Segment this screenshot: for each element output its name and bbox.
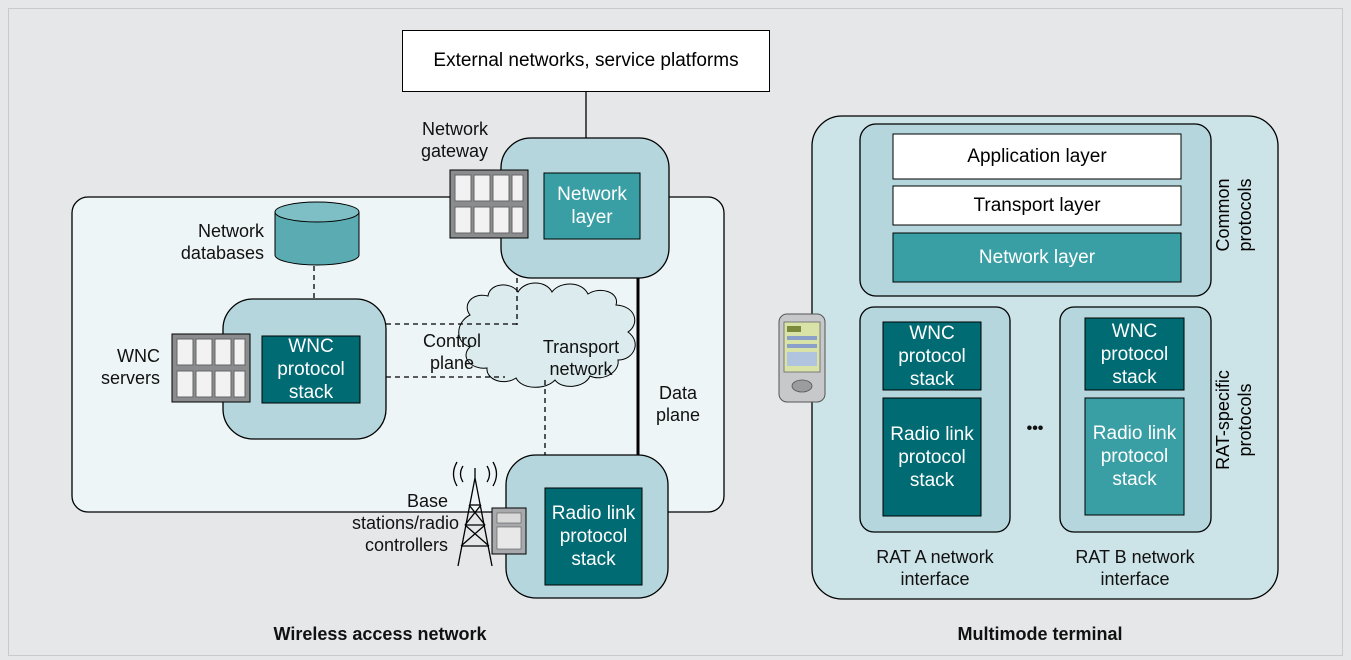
rat-a-radio-link-box bbox=[882, 397, 982, 517]
base-stations-label: Base stations/radio controllers bbox=[352, 491, 460, 555]
wnc-stack-box bbox=[261, 335, 361, 404]
rat-b-wnc-box bbox=[1084, 317, 1185, 391]
wireless-access-network-title: Wireless access network bbox=[273, 624, 487, 644]
rat-b-wnc-text: WNC protocol stack bbox=[1100, 320, 1169, 388]
common-protocols-label: Common protocols bbox=[1213, 178, 1255, 252]
multimode-terminal-title: Multimode terminal bbox=[957, 624, 1123, 644]
radio-link-protocol-stack-text: Radio link protocol stack bbox=[551, 503, 636, 570]
radio-link-stack-box bbox=[544, 487, 643, 586]
transport-network-cloud bbox=[458, 282, 636, 388]
network-database-icon bbox=[274, 201, 360, 266]
application-layer-box bbox=[892, 133, 1182, 180]
data-plane-label: Data plane bbox=[655, 383, 701, 425]
wnc-protocol-stack-text: WNC protocol stack bbox=[277, 336, 345, 403]
external-networks-box: External networks, service platforms bbox=[402, 30, 770, 92]
network-gateway-label: Network gateway bbox=[420, 119, 488, 161]
rat-b-radio-link-text: Radio link protocol stack bbox=[1092, 423, 1177, 490]
network-layer-box bbox=[892, 232, 1182, 283]
transport-layer-text: Transport layer bbox=[973, 195, 1101, 216]
rat-a-radio-link-text: Radio link protocol stack bbox=[890, 423, 974, 491]
transport-layer-box bbox=[892, 185, 1182, 226]
rat-a-wnc-box bbox=[882, 321, 982, 391]
control-plane-label: Control plane bbox=[422, 331, 482, 373]
handheld-terminal-icon bbox=[778, 313, 826, 403]
rat-b-radio-link-box bbox=[1084, 397, 1185, 516]
rat-b-interface-label: RAT B network interface bbox=[1075, 547, 1195, 589]
antenna-tower-icon bbox=[452, 461, 498, 567]
network-layer-text: Network layer bbox=[978, 247, 1096, 268]
gateway-network-layer-box bbox=[543, 172, 641, 240]
external-networks-label: External networks, service platforms bbox=[433, 50, 739, 71]
wnc-servers-label: WNC servers bbox=[100, 346, 160, 388]
gateway-network-layer-text: Network layer bbox=[557, 184, 627, 228]
rat-specific-protocols-label: RAT-specific protocols bbox=[1213, 370, 1255, 470]
rat-a-interface-label: RAT A network interface bbox=[876, 547, 994, 589]
wnc-server-icon bbox=[171, 333, 251, 403]
network-databases-label: Network databases bbox=[180, 221, 264, 263]
rat-a-wnc-text: WNC protocol stack bbox=[898, 322, 966, 390]
application-layer-text: Application layer bbox=[967, 146, 1107, 167]
transport-network-label: Transport network bbox=[542, 337, 620, 379]
radio-controller-cabinet-icon bbox=[491, 507, 527, 555]
more-interfaces-ellipsis: ••• bbox=[1026, 420, 1044, 437]
gateway-server-icon bbox=[449, 169, 529, 239]
